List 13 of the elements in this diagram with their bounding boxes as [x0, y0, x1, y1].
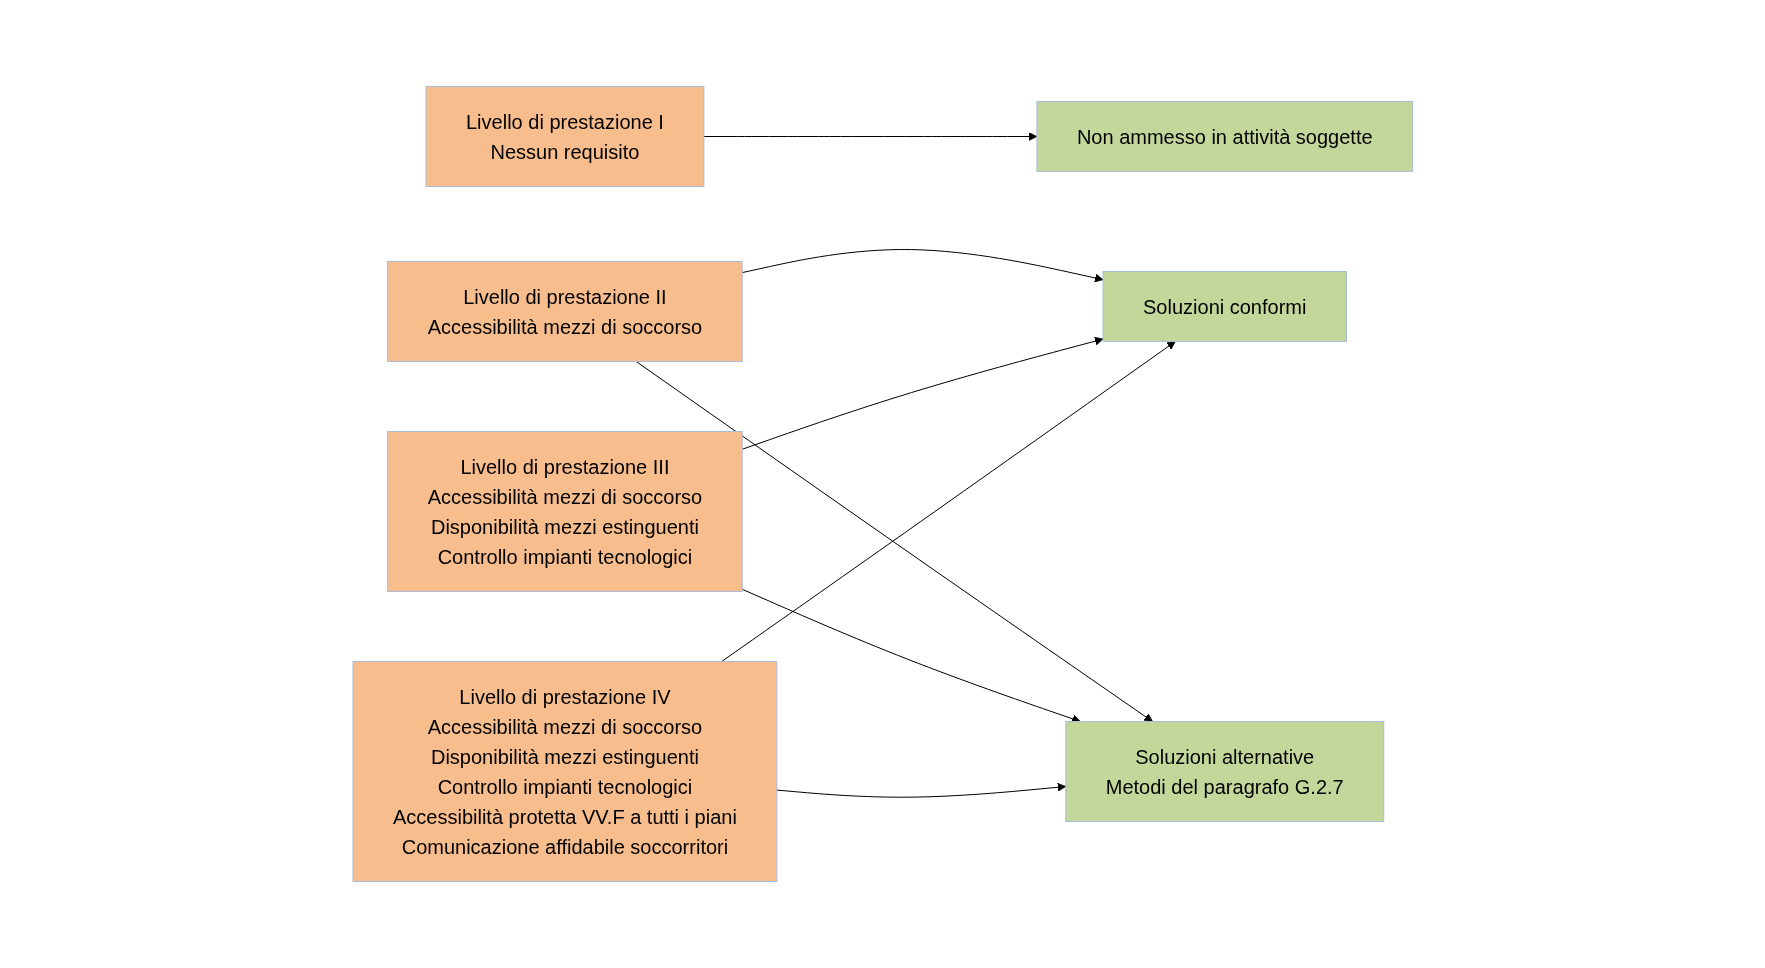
- arrow: [720, 341, 1176, 662]
- arrow: [703, 132, 1037, 141]
- arrow: [741, 336, 1104, 450]
- node-box: Soluzioni alternative Metodi del paragrafo G.2.7: [1065, 721, 1384, 822]
- arrow: [635, 361, 1153, 722]
- node-box: Livello di prestazione II Accessibilità mezzi di soccorso: [386, 261, 743, 362]
- node-box: Livello di prestazione I Nessun requisito: [425, 86, 705, 187]
- node-box: Non ammesso in attività soggette: [1036, 101, 1413, 172]
- node-box: Soluzioni conformi: [1102, 271, 1347, 342]
- arrow: [741, 249, 1104, 283]
- node-box: Livello di prestazione III Accessibilità mezzi di soccorso Disponibilità mezzi estinguenti Controllo impianti tecnologici: [386, 431, 743, 592]
- node-box: Livello di prestazione IV Accessibilità mezzi di soccorso Disponibilità mezzi estinguenti Controllo impianti tecnologici Accessibilità protetta VV.F a tutti i piani Comunicazione affidabile soccorritori: [352, 661, 778, 882]
- arrow: [776, 782, 1066, 798]
